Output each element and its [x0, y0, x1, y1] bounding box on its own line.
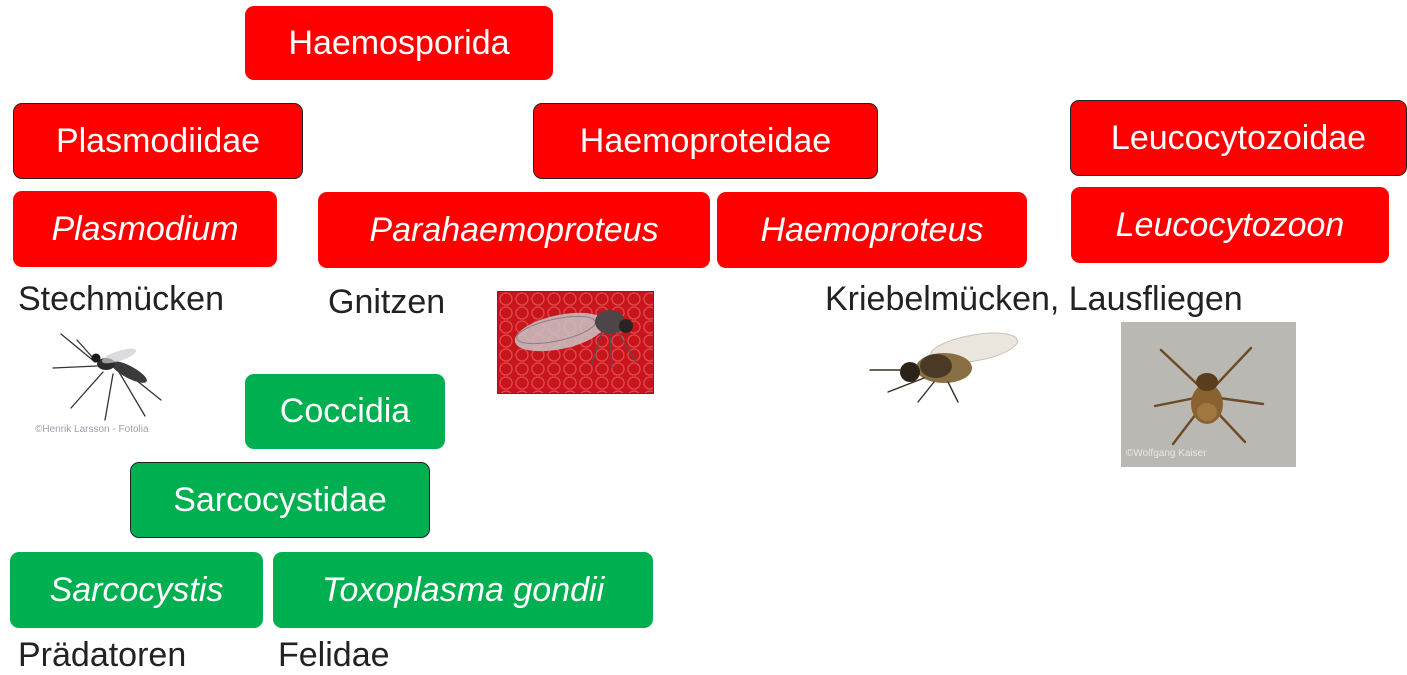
louse-fly-photo-credit: ©Wolfgang Kaiser: [1126, 448, 1207, 459]
mosquito-photo-credit: ©Henrik Larsson - Fotolia: [35, 424, 149, 435]
genus-parahaemoproteus: Parahaemoproteus: [318, 192, 710, 268]
family-sarcocystidae: Sarcocystidae: [130, 462, 430, 538]
family-leucocytozoidae: Leucocytozoidae: [1070, 100, 1407, 176]
order-haemosporida: Haemosporida: [245, 6, 553, 80]
genus-plasmodium: Plasmodium: [13, 191, 277, 267]
vector-label-stechmuecken: Stechmücken: [18, 280, 224, 319]
family-haemoproteidae: Haemoproteidae: [533, 103, 878, 179]
genus-sarcocystis: Sarcocystis: [10, 552, 263, 628]
host-label-felidae: Felidae: [278, 636, 390, 675]
genus-toxoplasma-gondii: Toxoplasma gondii: [273, 552, 653, 628]
louse-fly-photo: [1121, 322, 1296, 467]
vector-label-kriebelmuecken-lausfliegen: Kriebelmücken, Lausfliegen: [825, 280, 1243, 319]
vector-label-gnitzen: Gnitzen: [328, 283, 445, 322]
genus-haemoproteus: Haemoproteus: [717, 192, 1027, 268]
order-coccidia: Coccidia: [245, 374, 445, 449]
genus-leucocytozoon: Leucocytozoon: [1071, 187, 1389, 263]
family-plasmodiidae: Plasmodiidae: [13, 103, 303, 179]
mosquito-photo: [33, 320, 188, 440]
black-fly-photo: [862, 326, 1022, 406]
biting-midge-photo: [497, 291, 654, 394]
host-label-praedatoren: Prädatoren: [18, 636, 186, 675]
